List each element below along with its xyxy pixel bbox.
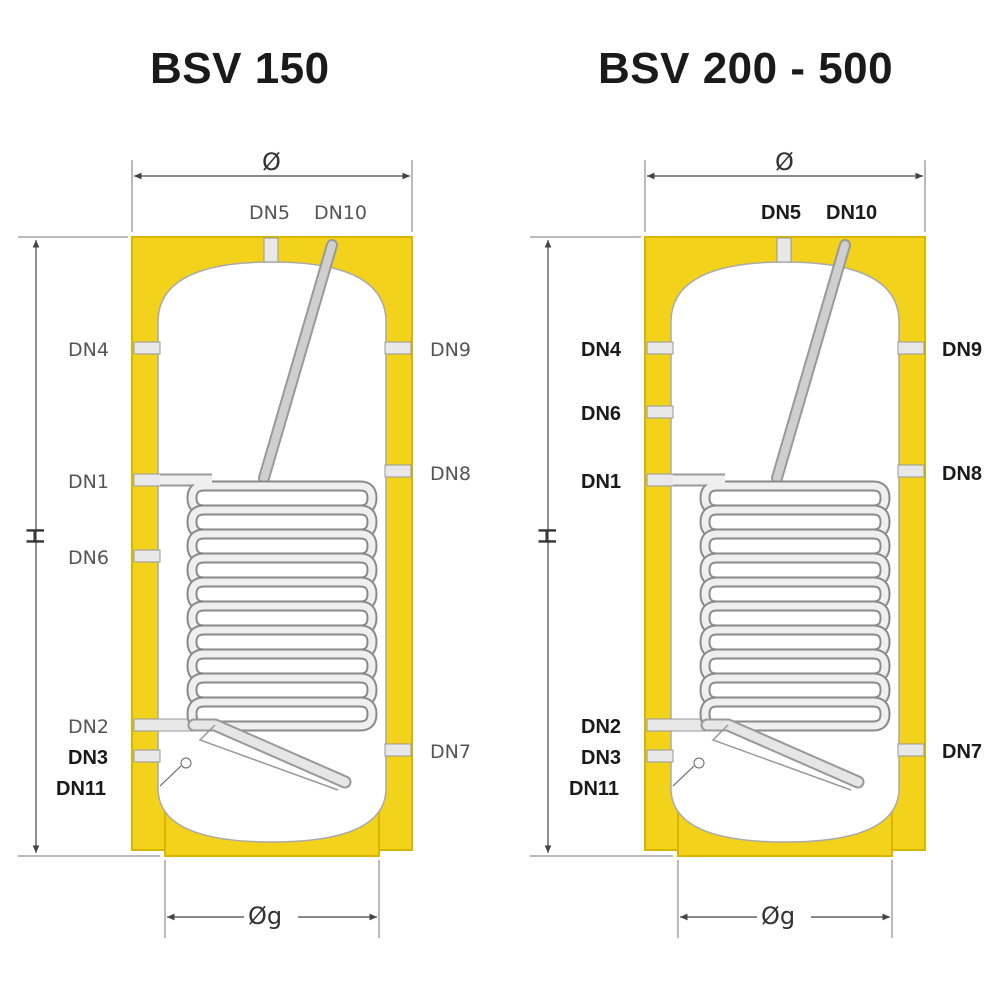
tank-bsv-200-500: DN5 DN10 DN4 DN9 DN6 DN1 DN8 DN2 DN3 DN7… [530, 148, 982, 938]
port-dn2 [133, 718, 195, 732]
label-dn6: DN6 [581, 403, 621, 425]
port-dn8 [897, 464, 925, 478]
label-dn10: DN10 [826, 202, 877, 224]
label-dn9: DN9 [942, 339, 982, 361]
port-dn3 [646, 749, 674, 763]
port-dn7 [384, 743, 412, 757]
label-dn11: DN11 [569, 778, 619, 800]
title-bsv-200-500: BSV 200 - 500 [598, 44, 894, 93]
label-dn7: DN7 [430, 741, 471, 763]
dim-foot-diameter: Øg [761, 902, 795, 930]
label-dn7: DN7 [942, 741, 982, 763]
label-dn9: DN9 [430, 339, 471, 361]
label-dn6: DN6 [68, 547, 109, 569]
port-dn8 [384, 464, 412, 478]
heat-exchanger-coil [160, 473, 378, 732]
label-dn2: DN2 [68, 716, 109, 738]
label-dn4: DN4 [581, 339, 622, 361]
port-dn7 [897, 743, 925, 757]
label-dn5: DN5 [761, 202, 801, 224]
dim-foot-diameter: Øg [248, 902, 282, 930]
label-dn5: DN5 [249, 202, 290, 224]
dim-height: H [22, 527, 50, 545]
port-dn9 [384, 341, 412, 355]
dim-height: H [534, 527, 562, 545]
label-dn3: DN3 [581, 747, 621, 769]
port-dn4 [646, 341, 674, 355]
port-dn4 [133, 341, 161, 355]
coil-turn-highlight [188, 698, 376, 730]
label-dn3: DN3 [68, 747, 108, 769]
heat-exchanger-coil [673, 473, 891, 732]
port-dn6 [646, 405, 674, 419]
tank-bsv-150: DN5 DN10 DN4 DN9 DN1 DN8 DN6 DN2 DN3 DN7… [18, 148, 471, 938]
title-bsv-150: BSV 150 [150, 44, 330, 93]
sensor-dn11 [693, 757, 705, 769]
port-dn2 [646, 718, 708, 732]
label-dn8: DN8 [942, 463, 982, 485]
dim-diameter: Ø [775, 148, 794, 176]
port-dn6 [133, 549, 161, 563]
label-dn8: DN8 [430, 463, 471, 485]
label-dn1: DN1 [581, 471, 621, 493]
port-dn5 [263, 237, 279, 263]
sensor-dn11 [180, 757, 192, 769]
dim-diameter: Ø [262, 148, 281, 176]
port-dn5 [776, 237, 792, 263]
label-dn11: DN11 [56, 778, 106, 800]
label-dn1: DN1 [68, 471, 109, 493]
port-dn9 [897, 341, 925, 355]
label-dn4: DN4 [68, 339, 109, 361]
label-dn2: DN2 [581, 716, 621, 738]
coil-turn-highlight [701, 698, 889, 730]
label-dn10: DN10 [314, 202, 367, 224]
port-dn3 [133, 749, 161, 763]
